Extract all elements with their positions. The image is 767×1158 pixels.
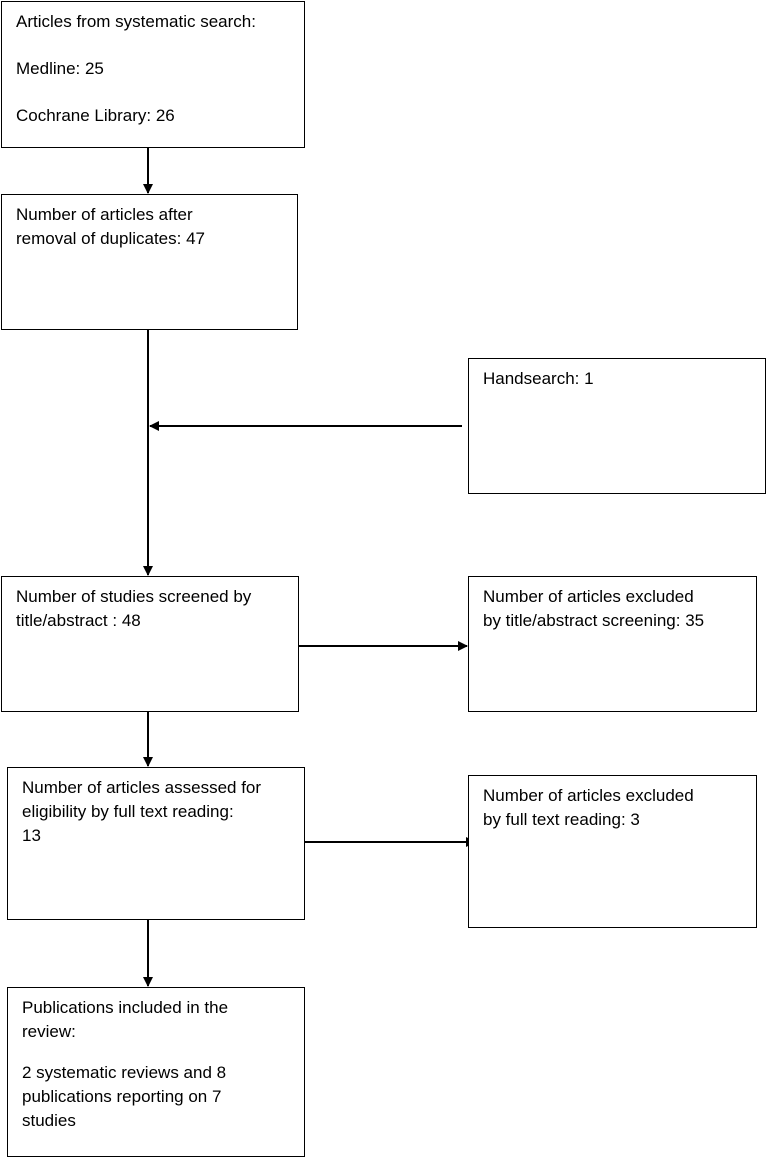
included-line-1: Publications included in the <box>22 998 229 1017</box>
included-publications-box: Publications included in the review: 2 s… <box>7 987 305 1157</box>
fulltext-line-1: Number of articles assessed for <box>22 778 262 797</box>
screened-line-1: Number of studies screened by <box>16 587 252 606</box>
screened-line-2: title/abstract : 48 <box>16 611 141 630</box>
included-line-5: studies <box>22 1111 76 1130</box>
excluded-abstract-line-2: by title/abstract screening: 35 <box>483 611 705 630</box>
excluded-abstract-line-1: Number of articles excluded <box>483 587 694 606</box>
fulltext-assessed-box: Number of articles assessed for eligibil… <box>7 767 305 920</box>
search-title: Articles from systematic search: <box>16 12 256 31</box>
included-line-3: 2 systematic reviews and 8 <box>22 1063 227 1082</box>
fulltext-line-2: eligibility by full text reading: <box>22 802 234 821</box>
fulltext-line-3: 13 <box>22 826 41 845</box>
excluded-fulltext-line-1: Number of articles excluded <box>483 786 694 805</box>
excluded-fulltext-line-2: by full text reading: 3 <box>483 810 640 829</box>
duplicates-line-2: removal of duplicates: 47 <box>16 229 205 248</box>
handsearch-label: Handsearch: 1 <box>483 369 594 388</box>
duplicates-removed-box: Number of articles after removal of dupl… <box>1 194 298 330</box>
screened-box: Number of studies screened by title/abst… <box>1 576 299 712</box>
included-line-2: review: <box>22 1022 76 1041</box>
cochrane-count: Cochrane Library: 26 <box>16 106 175 125</box>
excluded-fulltext-box: Number of articles excluded by full text… <box>468 775 757 928</box>
duplicates-line-1: Number of articles after <box>16 205 193 224</box>
search-results-box: Articles from systematic search: Medline… <box>1 1 305 148</box>
included-line-4: publications reporting on 7 <box>22 1087 222 1106</box>
handsearch-box: Handsearch: 1 <box>468 358 766 494</box>
excluded-abstract-box: Number of articles excluded by title/abs… <box>468 576 757 712</box>
medline-count: Medline: 25 <box>16 59 104 78</box>
